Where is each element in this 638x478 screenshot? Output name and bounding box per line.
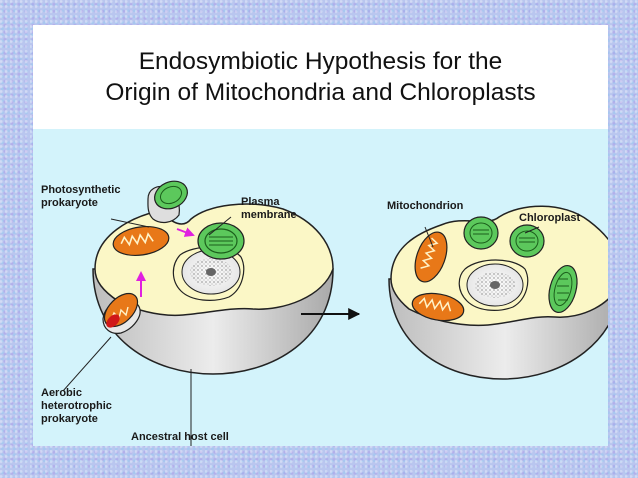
label-chloroplast: Chloroplast [519,212,580,224]
photosynthetic-prokaryote [147,180,188,224]
result-chloroplast-1 [463,216,499,250]
slide: Endosymbiotic Hypothesis for the Origin … [33,25,608,446]
endosymbiosis-diagram: Photosynthetic prokaryote Plasma membran… [41,180,608,446]
ancestral-host-cell [92,180,334,375]
engulfed-chloroplast [197,222,245,260]
result-mitochondrion-lower [411,292,465,322]
title-panel: Endosymbiotic Hypothesis for the Origin … [33,25,608,129]
result-chloroplast-2 [509,224,545,258]
label-plasma-line2: membrane [241,209,297,221]
label-mitochondrion: Mitochondrion [387,200,464,212]
label-photosynthetic-line1: Photosynthetic [41,184,120,196]
label-aerobic-line3: prokaryote [41,413,98,425]
engulfed-mitochondrion [112,225,170,257]
label-ancestral-host-cell: Ancestral host cell [131,431,229,443]
result-chloroplast-3 [548,264,578,314]
title-line-2: Origin of Mitochondria and Chloroplasts [105,79,536,106]
result-mitochondrion-upper [414,231,448,283]
label-photosynthetic-line2: prokaryote [41,197,98,209]
title-line-1: Endosymbiotic Hypothesis for the [138,48,503,75]
label-plasma-line1: Plasma [241,196,280,208]
label-aerobic-line1: Aerobic [41,387,82,399]
label-aerobic-line2: heterotrophic [41,400,112,412]
resulting-eukaryotic-cell [388,205,608,380]
aerobic-heterotrophic-prokaryote [103,292,139,328]
leader-lines [62,216,540,446]
diagram-panel: Photosynthetic prokaryote Plasma membran… [33,129,608,446]
host-nucleus [172,246,245,301]
result-nucleus [458,259,529,311]
entry-arrow-chloroplast [176,227,195,237]
